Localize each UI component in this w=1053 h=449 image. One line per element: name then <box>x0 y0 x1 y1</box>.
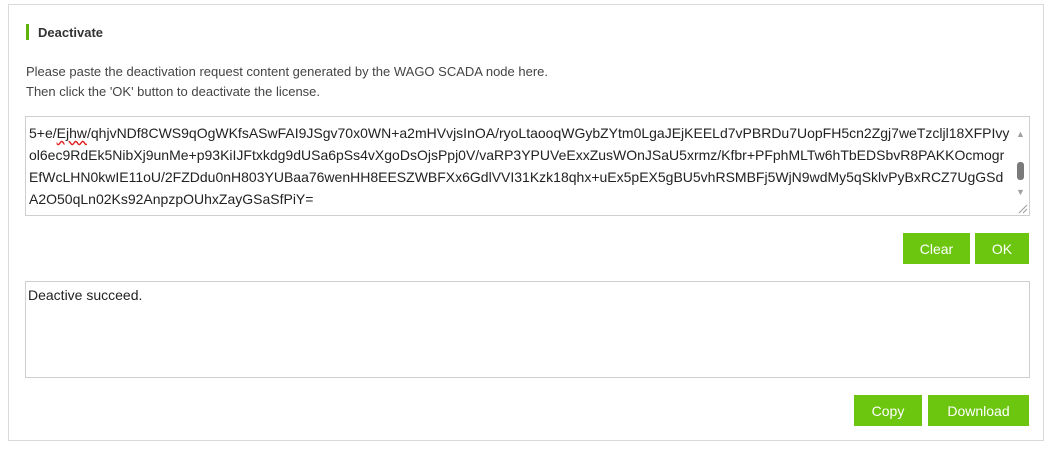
clear-button[interactable]: Clear <box>903 233 970 264</box>
instruction-line-2: Then click the 'OK' button to deactivate… <box>26 84 321 99</box>
instruction-line-1: Please paste the deactivation request co… <box>26 64 549 79</box>
request-text-rest: /qhjvNDf8CWS9qOgWKfsASwFAI9JSgv70x0WN+a2… <box>29 125 1010 207</box>
section-accent-bar <box>26 24 29 40</box>
copy-button[interactable]: Copy <box>854 395 922 426</box>
instructions: Please paste the deactivation request co… <box>26 62 548 102</box>
deactivation-request-textarea[interactable]: 5+e/Ejhw/qhjvNDf8CWS9qOgWKfsASwFAI9JSgv7… <box>25 116 1030 216</box>
resize-grip-icon[interactable] <box>1016 202 1028 214</box>
scroll-up-arrow-icon[interactable]: ▲ <box>1016 129 1025 139</box>
result-message: Deactive succeed. <box>28 287 143 303</box>
textarea-scrollbar[interactable]: ▲ ▼ <box>1012 117 1029 215</box>
deactivation-request-content[interactable]: 5+e/Ejhw/qhjvNDf8CWS9qOgWKfsASwFAI9JSgv7… <box>29 122 1011 210</box>
result-output-box[interactable]: Deactive succeed. <box>25 281 1030 378</box>
spellcheck-flagged-word: Ejhw <box>56 125 87 141</box>
request-text-prefix: 5+e/ <box>29 125 57 141</box>
download-button[interactable]: Download <box>928 395 1029 426</box>
deactivate-panel: Deactivate Please paste the deactivation… <box>8 4 1044 441</box>
section-title: Deactivate <box>38 24 104 40</box>
scrollbar-thumb[interactable] <box>1017 162 1024 180</box>
ok-button[interactable]: OK <box>975 233 1029 264</box>
section-header: Deactivate <box>26 23 103 41</box>
scroll-down-arrow-icon[interactable]: ▼ <box>1016 187 1025 197</box>
